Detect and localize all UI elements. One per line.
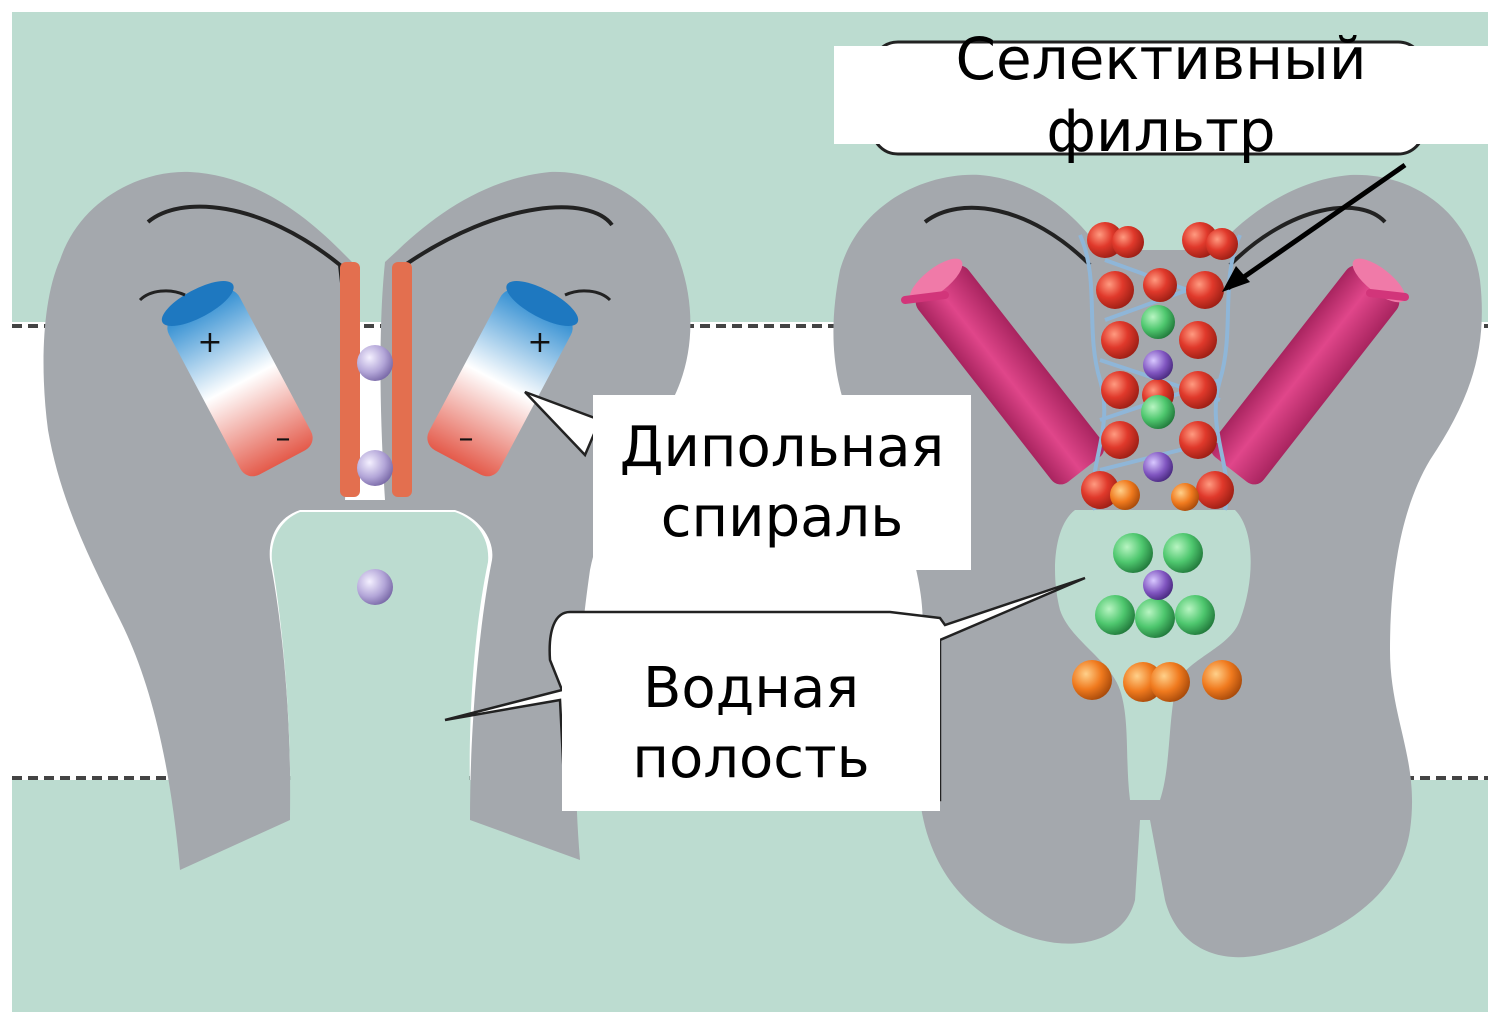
dipole-helix-text-line2: спираль	[593, 483, 971, 553]
magenta-tail-right	[1370, 293, 1405, 297]
left-helix-negative-sign: –	[276, 421, 291, 456]
left-pore-strip-right	[392, 262, 412, 497]
selective-filter-label: Селективный фильтр	[834, 46, 1488, 144]
selective-filter-text: Селективный фильтр	[834, 23, 1488, 168]
dipole-helix-text-line1: Дипольная	[593, 413, 971, 483]
water-cavity-label: Водная полость	[562, 636, 940, 811]
right-helix-positive-sign: +	[527, 325, 552, 360]
left-ion-middle	[357, 450, 393, 486]
left-helix-positive-sign: +	[197, 325, 222, 360]
dipole-helix-label: Дипольная спираль	[593, 395, 971, 570]
left-ion-top	[357, 345, 393, 381]
left-ion-cavity	[357, 569, 393, 605]
left-pore-strip-left	[340, 262, 360, 497]
water-cavity-text-line2: полость	[562, 724, 940, 794]
left-water-cavity	[272, 512, 488, 820]
right-helix-negative-sign: –	[459, 421, 474, 456]
water-cavity-text-line1: Водная	[562, 654, 940, 724]
magenta-tail-left	[905, 295, 945, 300]
